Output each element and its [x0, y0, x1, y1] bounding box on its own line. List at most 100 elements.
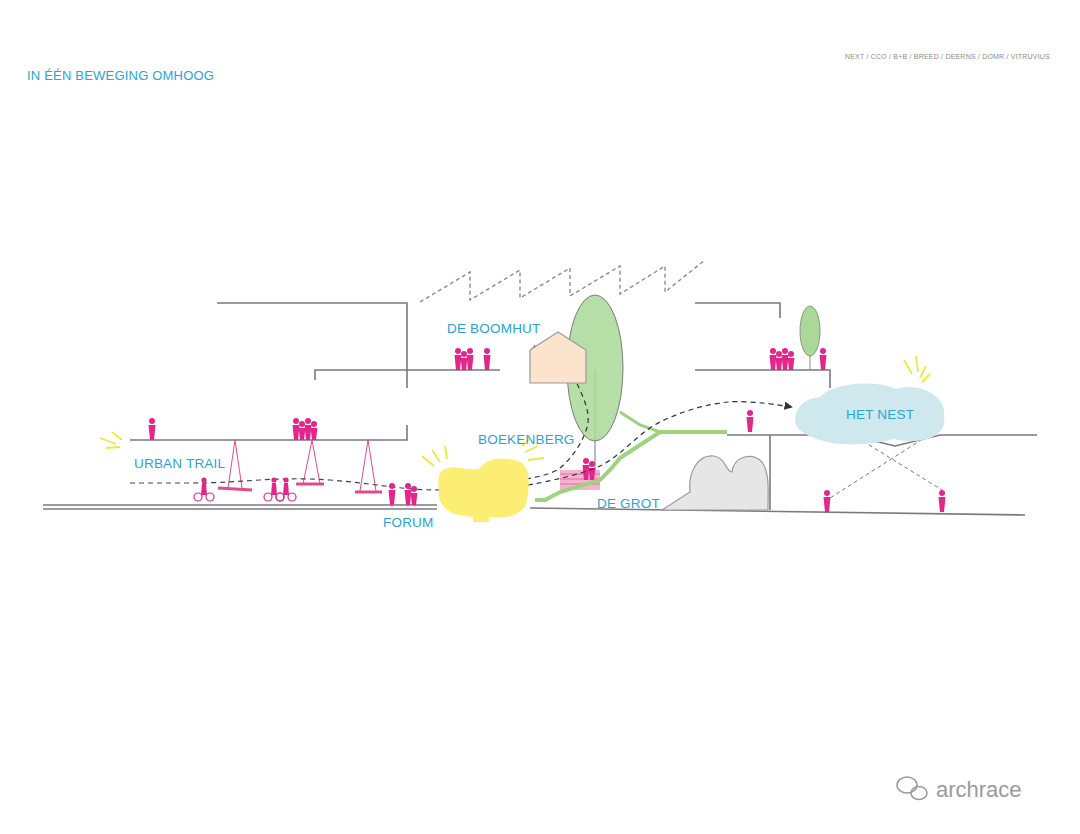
- person-figure: [149, 418, 156, 440]
- illustration-stroke: [776, 351, 782, 357]
- illustration-stroke: [271, 483, 277, 495]
- illustration-stroke: [149, 425, 156, 440]
- person-figure: [467, 348, 474, 370]
- person-figure: [305, 418, 312, 440]
- illustration-stroke: [824, 490, 830, 496]
- person-figure: [311, 421, 318, 440]
- illustration-stroke: [293, 425, 300, 440]
- illustration-stroke: [484, 355, 491, 370]
- forum-blob: FORUM: [437, 455, 530, 522]
- swing-set: [218, 440, 382, 492]
- building-lines: [43, 303, 1037, 515]
- cyclist-figure: [264, 477, 284, 501]
- diagram-title: IN ÉÉN BEWEGING OMHOOG: [27, 69, 214, 82]
- illustration-stroke: [695, 370, 830, 388]
- illustration-stroke: [283, 483, 289, 495]
- zone-label: BOEKENBERG: [478, 433, 575, 447]
- cave-shape-path: [662, 456, 768, 510]
- illustration-stroke: [904, 356, 930, 382]
- illustration-stroke: [467, 348, 473, 354]
- node-label: HET NEST: [846, 408, 914, 422]
- person-figure: [389, 483, 396, 505]
- illustration-stroke: [293, 418, 299, 424]
- nest-cloud: HET NEST: [792, 381, 946, 447]
- nest-cloud-path: [795, 383, 944, 444]
- person-figure: [747, 410, 754, 432]
- illustration-stroke: [788, 358, 795, 370]
- credits-note: NEXT / CCO / B+B / BREED / DEERNS / DOMR…: [845, 53, 1050, 60]
- illustration-stroke: [782, 355, 789, 370]
- illustration-stroke: [820, 348, 826, 354]
- illustration-stroke: [305, 418, 311, 424]
- node-label: DE BOOMHUT: [447, 322, 541, 336]
- illustration-stroke: [620, 412, 660, 432]
- illustration-stroke: [389, 490, 396, 505]
- illustration-stroke: [405, 490, 412, 505]
- illustration-stroke: [455, 348, 461, 354]
- tree-house-shape-outline: [530, 332, 586, 383]
- person-figure: [293, 418, 300, 440]
- illustration-stroke: [311, 428, 318, 440]
- illustration-stroke: [484, 348, 490, 354]
- illustration-stroke: [695, 303, 780, 318]
- forum-blob-path: [438, 458, 529, 522]
- illustration-stroke: [897, 777, 917, 793]
- illustration-stroke: [800, 306, 820, 356]
- person-figure: [782, 348, 789, 370]
- illustration-stroke: [770, 355, 777, 370]
- illustration-stroke: [824, 497, 831, 512]
- person-figure: [411, 486, 418, 505]
- person-figure: [455, 348, 462, 370]
- illustration-stroke: [405, 483, 411, 489]
- illustration-stroke: [411, 486, 417, 492]
- person-figure: [788, 351, 795, 370]
- person-figure: [770, 348, 777, 370]
- zone-label: URBAN TRAIL: [134, 457, 225, 471]
- illustration-stroke: [149, 418, 155, 424]
- illustration-stroke: [296, 483, 324, 486]
- illustration-stroke: [315, 370, 500, 380]
- illustration-stroke: [589, 461, 595, 467]
- illustration-stroke: [747, 417, 754, 432]
- illustration-stroke: [201, 483, 207, 495]
- watermark: archrace: [936, 779, 1022, 801]
- illustration-stroke: [455, 355, 462, 370]
- person-figure: [461, 351, 468, 370]
- illustration-stroke: [100, 432, 122, 448]
- illustration-stroke: [276, 493, 284, 501]
- illustration-stroke: [389, 483, 395, 489]
- illustration-stroke: [305, 425, 312, 440]
- node-label: DE GROT: [597, 497, 660, 511]
- roof-sawtooth: [420, 260, 705, 302]
- illustration-stroke: [311, 421, 317, 427]
- person-figure: [820, 348, 827, 370]
- illustration-stroke: [747, 410, 753, 416]
- illustration-stroke: [770, 348, 776, 354]
- illustration-stroke: [299, 428, 306, 440]
- illustration-stroke: [583, 458, 589, 464]
- illustration-stroke: [939, 497, 946, 512]
- illustration-stroke: [820, 355, 827, 370]
- illustration-stroke: [788, 351, 794, 357]
- illustration-stroke: [355, 491, 382, 494]
- illustration-stroke: [201, 477, 206, 482]
- illustration-stroke: [461, 358, 468, 370]
- cyclist-figure: [194, 477, 214, 501]
- person-figure: [824, 490, 831, 512]
- illustration-stroke: [911, 787, 927, 800]
- illustration-stroke: [776, 358, 783, 370]
- illustration-stroke: [264, 493, 272, 501]
- illustration-stroke: [782, 348, 788, 354]
- person-figure: [405, 483, 412, 505]
- watermark-icon: [897, 777, 927, 800]
- illustration-stroke: [271, 477, 276, 482]
- illustration-stroke: [461, 351, 467, 357]
- illustration-stroke: [43, 508, 437, 510]
- illustration-stroke: [939, 490, 945, 496]
- illustration-stroke: [467, 355, 474, 370]
- tree: [567, 295, 820, 480]
- cyclist-figure: [276, 477, 296, 501]
- cave-shape-outline: [660, 450, 770, 512]
- forum-blob-outline: [437, 455, 530, 522]
